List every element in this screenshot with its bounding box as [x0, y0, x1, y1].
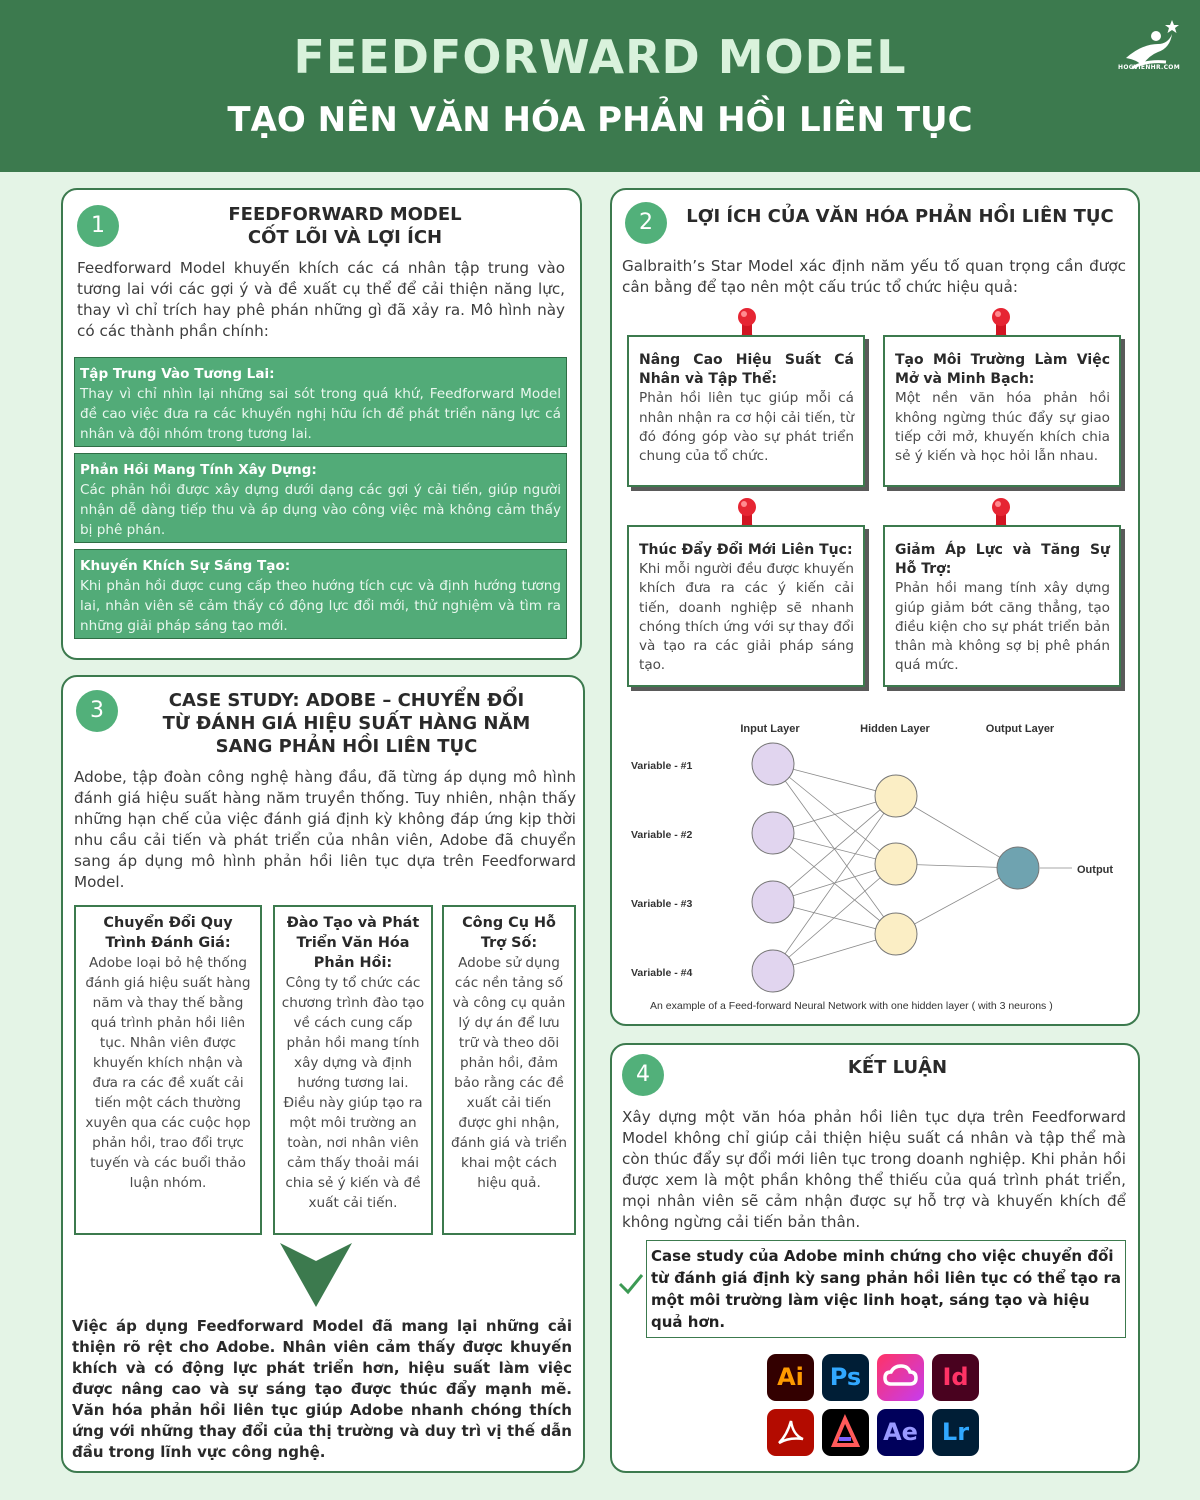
- item-text: Các phản hồi được xây dựng dưới dạng các…: [80, 482, 561, 538]
- creative-cloud-icon: [877, 1354, 924, 1401]
- case-text: Adobe loại bỏ hệ thống đánh giá hiệu suấ…: [85, 955, 251, 1191]
- variable-label-3: Variable - #3: [631, 898, 692, 910]
- nn-edge: [895, 867, 1019, 935]
- after-effects-icon: Ae: [877, 1409, 924, 1456]
- case-column-digital-tools: Công Cụ Hỗ Trợ Số: Adobe sử dụng các nền…: [442, 905, 576, 1235]
- variable-label-4: Variable - #4: [631, 967, 692, 979]
- acrobat-symbol: [778, 1420, 804, 1445]
- benefit-title: Nâng Cao Hiệu Suất Cá Nhân và Tập Thể:: [639, 352, 854, 388]
- case-column-training: Đào Tạo và Phát Triển Văn Hóa Phản Hồi: …: [273, 905, 433, 1235]
- item-title: Khuyến Khích Sự Sáng Tạo:: [80, 558, 291, 574]
- neural-network-diagram: Input Layer Hidden Layer Output Layer Va…: [631, 723, 1113, 1012]
- creative-cloud-symbol: [883, 1364, 918, 1386]
- lightroom-icon: Lr: [932, 1409, 979, 1456]
- output-label: Output: [1077, 864, 1113, 876]
- hidden-neuron: [874, 842, 918, 886]
- section4-intro: Xây dựng một văn hóa phản hồi liên tục d…: [622, 1108, 1126, 1231]
- conclusion-callout: Case study của Adobe minh chứng cho việc…: [646, 1240, 1126, 1338]
- benefit-card-innovation: Thúc Đẩy Đổi Mới Liên Tục: Khi mỗi người…: [627, 525, 865, 687]
- input-neuron: [751, 811, 795, 855]
- illustrator-icon: Ai: [767, 1354, 814, 1401]
- section1-item-creativity: Khuyến Khích Sự Sáng Tạo: Khi phản hồi đ…: [74, 549, 567, 639]
- case-column-evaluation: Chuyển Đổi Quy Trình Đánh Giá: Adobe loạ…: [74, 905, 262, 1235]
- case-text: Adobe sử dụng các nền tảng số và công cụ…: [451, 955, 567, 1191]
- input-neuron: [751, 742, 795, 786]
- benefit-card-reduce-pressure: Giảm Áp Lực và Tăng Sự Hỗ Trợ: Phản hồi …: [883, 525, 1121, 687]
- nn-edge: [772, 795, 897, 972]
- nn-nodes: [751, 742, 1040, 993]
- adobe-express-icon: [822, 1409, 869, 1456]
- photoshop-icon: Ps: [822, 1354, 869, 1401]
- section3-result: Việc áp dụng Feedforward Model đã mang l…: [72, 1317, 572, 1461]
- output-neuron: [996, 846, 1040, 890]
- acrobat-icon: [767, 1409, 814, 1456]
- benefit-card-open-environment: Tạo Môi Trường Làm Việc Mở và Minh Bạch:…: [883, 335, 1121, 487]
- section3-title-line1: CASE STUDY: ADOBE – CHUYỂN ĐỔI: [168, 690, 525, 711]
- section1-item-constructive: Phản Hồi Mang Tính Xây Dựng: Các phản hồ…: [74, 453, 567, 543]
- section2-title: LỢI ÍCH CỦA VĂN HÓA PHẢN HỒI LIÊN TỤC: [686, 206, 1114, 227]
- benefit-title: Thúc Đẩy Đổi Mới Liên Tục:: [639, 542, 853, 558]
- item-text: Khi phản hồi được cung cấp theo hướng tí…: [80, 578, 561, 634]
- benefit-title: Giảm Áp Lực và Tăng Sự Hỗ Trợ:: [895, 542, 1110, 578]
- benefit-text: Khi mỗi người đều được khuyến khích đưa …: [639, 561, 854, 674]
- case-title: Chuyển Đổi Quy Trình Đánh Giá:: [103, 915, 233, 951]
- page-title: FEEDFORWARD MODEL: [293, 30, 907, 84]
- benefit-card-performance: Nâng Cao Hiệu Suất Cá Nhân và Tập Thể: P…: [627, 335, 865, 487]
- page-subtitle: TẠO NÊN VĂN HÓA PHẢN HỒI LIÊN TỤC: [227, 100, 973, 140]
- checkmark-icon: [618, 1274, 644, 1295]
- benefit-text: Phản hồi liên tục giúp mỗi cá nhân nhận …: [639, 390, 854, 465]
- hocvienhr-logo-icon: [1126, 20, 1179, 70]
- nn-edge: [772, 795, 897, 903]
- section1-intro: Feedforward Model khuyến khích các cá nh…: [77, 259, 565, 340]
- header-banner: FEEDFORWARD MODEL TẠO NÊN VĂN HÓA PHẢN H…: [0, 0, 1200, 172]
- section2-intro: Galbraith’s Star Model xác định năm yếu …: [622, 257, 1126, 296]
- benefit-text: Một nền văn hóa phản hồi không ngừng thú…: [895, 390, 1110, 465]
- case-title: Đào Tạo và Phát Triển Văn Hóa Phản Hồi:: [286, 915, 420, 971]
- section3-title-line3: SANG PHẢN HỒI LIÊN TỤC: [215, 736, 478, 757]
- section1-title-line1: FEEDFORWARD MODEL: [228, 204, 462, 225]
- section1-title-line2: CỐT LÕI VÀ LỢI ÍCH: [247, 227, 443, 248]
- section3-intro: Adobe, tập đoàn công nghệ hàng đầu, đã t…: [74, 768, 576, 891]
- section3-title-line2: TỪ ĐÁNH GIÁ HIỆU SUẤT HÀNG NĂM: [162, 713, 531, 734]
- case-title: Công Cụ Hỗ Trợ Số:: [462, 915, 556, 951]
- section1-number: 1: [77, 205, 119, 247]
- variable-label-1: Variable - #1: [631, 760, 692, 772]
- output-layer-label: Output Layer: [986, 723, 1055, 735]
- nn-edge: [895, 795, 1019, 869]
- indesign-icon: Id: [932, 1354, 979, 1401]
- case-text: Công ty tổ chức các chương trình đào tạo…: [281, 975, 425, 1211]
- section3-number: 3: [76, 690, 118, 732]
- logo-text: HOCVIENHR.COM: [1118, 64, 1180, 71]
- item-title: Tập Trung Vào Tương Lai:: [80, 366, 275, 382]
- benefit-text: Phản hồi mang tính xây dựng giúp giảm bớ…: [895, 580, 1110, 674]
- section4-title: KẾT LUẬN: [847, 1057, 948, 1078]
- hidden-layer-label: Hidden Layer: [860, 723, 930, 735]
- section4-number: 4: [622, 1054, 664, 1096]
- nn-edges: [772, 763, 1072, 972]
- hidden-neuron: [874, 774, 918, 818]
- input-neuron: [751, 880, 795, 924]
- section2-number: 2: [625, 202, 667, 244]
- arrow-down-icon: [280, 1243, 352, 1307]
- input-layer-label: Input Layer: [740, 723, 800, 735]
- input-neuron: [751, 949, 795, 993]
- section1-title: FEEDFORWARD MODEL CỐT LÕI VÀ LỢI ÍCH: [150, 203, 540, 249]
- hidden-neuron: [874, 912, 918, 956]
- diagram-caption: An example of a Feed-forward Neural Netw…: [650, 1000, 1053, 1012]
- nn-edge: [772, 863, 897, 972]
- section3-title: CASE STUDY: ADOBE – CHUYỂN ĐỔI TỪ ĐÁNH G…: [140, 689, 553, 758]
- variable-label-2: Variable - #2: [631, 829, 692, 841]
- nn-edge: [772, 763, 897, 865]
- item-title: Phản Hồi Mang Tính Xây Dựng:: [80, 462, 317, 478]
- benefit-title: Tạo Môi Trường Làm Việc Mở và Minh Bạch:: [895, 352, 1110, 388]
- section1-item-future: Tập Trung Vào Tương Lai: Thay vì chỉ nhì…: [74, 357, 567, 447]
- section4-card: [610, 1043, 1140, 1473]
- item-text: Thay vì chỉ nhìn lại những sai sót trong…: [80, 386, 561, 442]
- express-symbol: [830, 1414, 861, 1447]
